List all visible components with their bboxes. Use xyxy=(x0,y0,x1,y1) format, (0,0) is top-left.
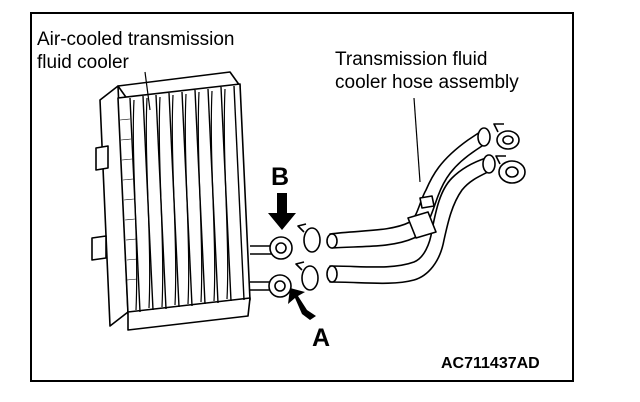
hose-label-line2: cooler hose assembly xyxy=(335,72,519,93)
hose-clamp-far-lower xyxy=(495,155,526,184)
arrow-a xyxy=(288,288,316,320)
figure-code: AC711437AD xyxy=(441,355,540,372)
outlet-ring-a xyxy=(268,274,292,298)
marker-b: B xyxy=(271,163,290,191)
hose-assembly xyxy=(326,127,496,285)
hose-clamp-upper xyxy=(297,223,321,253)
cooler-label-line1: Air-cooled transmission xyxy=(37,29,235,50)
hose-label: Transmission fluid cooler hose assembly xyxy=(335,48,519,94)
cooler-label: Air-cooled transmission fluid cooler xyxy=(37,28,234,74)
cooler-label-line2: fluid cooler xyxy=(37,52,129,73)
arrow-b xyxy=(268,193,296,230)
cooler-leader-line xyxy=(144,71,151,111)
marker-a: A xyxy=(312,324,331,352)
outlet-ring-b xyxy=(269,236,293,260)
fluid-cooler xyxy=(91,71,272,331)
hose-clamp-far-upper xyxy=(493,123,520,150)
hose-label-line1: Transmission fluid xyxy=(335,49,488,70)
hose-clamp-lower xyxy=(295,261,319,291)
hose-leader-line xyxy=(413,97,421,183)
